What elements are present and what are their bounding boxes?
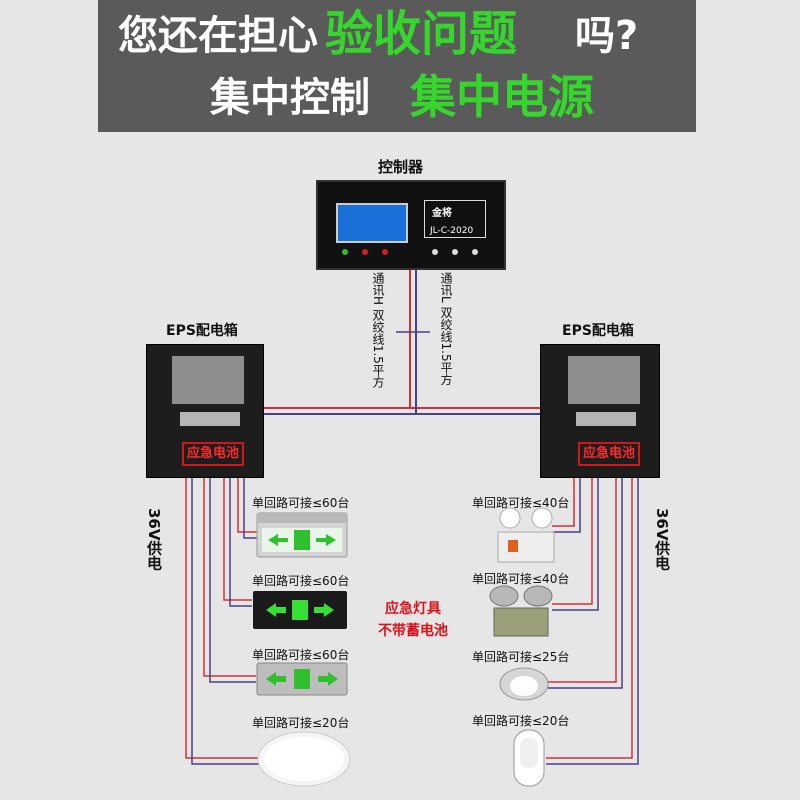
- controller-title: 控制器: [378, 158, 424, 176]
- left-output-wires: [185, 476, 260, 765]
- wall-light-icon: [513, 729, 545, 787]
- controller-model: JL-C-2020: [430, 226, 474, 236]
- control-button: [432, 249, 438, 255]
- headline-suffix: 吗?: [575, 13, 639, 59]
- controller-screen: [336, 203, 408, 243]
- controller-logo: [424, 200, 486, 238]
- battery-note: 应急灯具 不带蓄电池: [368, 598, 458, 642]
- headline-highlight: 验收问题: [325, 6, 518, 62]
- controller-buttons: [342, 249, 478, 255]
- eps-right-battery: 应急电池: [578, 442, 640, 466]
- exit-sign-light-icon: [256, 512, 348, 558]
- eps-right-modules: [568, 356, 640, 404]
- eps-right-title: EPS配电箱: [562, 323, 634, 339]
- indicator-green: [342, 249, 348, 255]
- supply-right-label: 36V供电: [653, 508, 671, 571]
- right-item-2-label: 单回路可接≤40台: [472, 572, 570, 586]
- left-item-3-label: 单回路可接≤60台: [252, 648, 350, 662]
- exit-sign-dark-icon: [253, 591, 347, 629]
- downlight-icon: [499, 667, 549, 701]
- headline-prefix: 您还在担心: [118, 13, 318, 59]
- ceiling-light-icon: [257, 731, 351, 787]
- supply-left-label: 36V供电: [145, 508, 163, 571]
- indicator-red: [362, 249, 368, 255]
- right-item-3-label: 单回路可接≤25台: [472, 650, 570, 664]
- banner: [98, 0, 696, 132]
- comm-l-label: 通讯L 双绞线1.5平方: [439, 272, 453, 386]
- right-item-1-label: 单回路可接≤40台: [472, 496, 570, 510]
- subheadline-prefix: 集中控制: [210, 75, 370, 121]
- right-output-wires: [546, 476, 639, 765]
- battery-note-line2: 不带蓄电池: [378, 623, 448, 639]
- battery-note-line1: 应急灯具: [385, 601, 441, 617]
- right-item-4-label: 单回路可接≤20台: [472, 714, 570, 728]
- control-button: [472, 249, 478, 255]
- explosion-proof-light-icon: [489, 585, 553, 637]
- comm-wire-h: [260, 266, 540, 409]
- comm-wire-l: [260, 266, 540, 415]
- left-item-1-label: 单回路可接≤60台: [252, 496, 350, 510]
- twin-head-emergency-light-icon: [497, 507, 555, 563]
- left-item-2-label: 单回路可接≤60台: [252, 574, 350, 588]
- left-item-4-label: 单回路可接≤20台: [252, 716, 350, 730]
- eps-left-modules: [172, 356, 244, 404]
- brand-mark: 金将: [432, 208, 452, 219]
- eps-left-title: EPS配电箱: [166, 323, 238, 339]
- header: 您还在担心 验收问题 吗? 集中控制 集中电源: [0, 0, 800, 134]
- subheadline-highlight: 集中电源: [410, 70, 594, 124]
- eps-left-battery: 应急电池: [182, 442, 244, 466]
- comm-h-label: 通讯H 双绞线1.5平方: [371, 272, 385, 388]
- control-button: [452, 249, 458, 255]
- eps-right-terminals: [576, 412, 636, 426]
- indicator-red: [382, 249, 388, 255]
- exit-sign-panel-icon: [256, 662, 348, 696]
- eps-left-terminals: [180, 412, 240, 426]
